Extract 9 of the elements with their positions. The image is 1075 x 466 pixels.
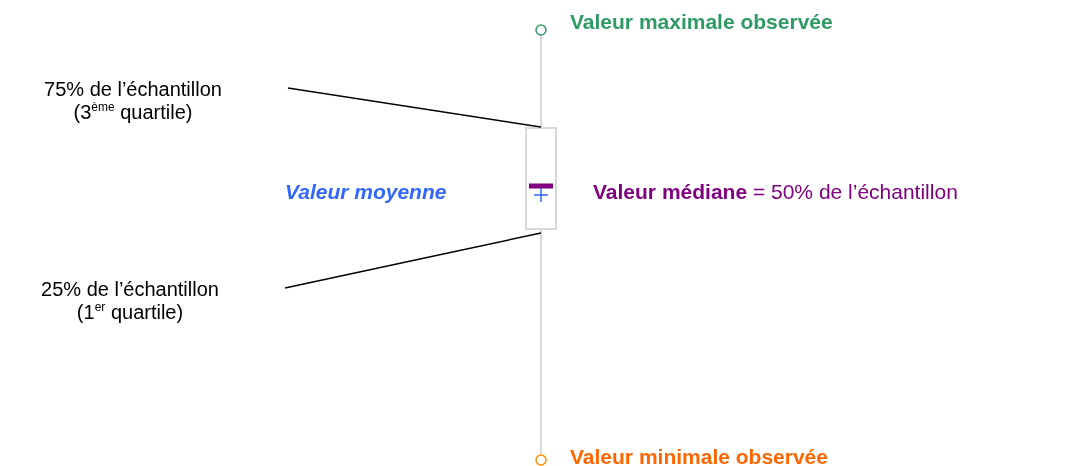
- mean-value-label: Valeur moyenne: [285, 179, 447, 205]
- median-value-label: Valeur médiane = 50% de l’échantillon: [593, 179, 958, 205]
- max-value-label: Valeur maximale observée: [570, 9, 833, 35]
- callout-text: 25% de l’échantillon (1$^{er}$ quartile): [40, 278, 220, 325]
- box-plot-box: [525, 127, 557, 230]
- callout-text: 75% de l’échantillon (3$^{ème}$ quartile): [43, 78, 223, 125]
- leader-line: [287, 87, 542, 128]
- leader-line: [284, 232, 542, 289]
- min-value-label: Valeur minimale observée: [570, 444, 828, 466]
